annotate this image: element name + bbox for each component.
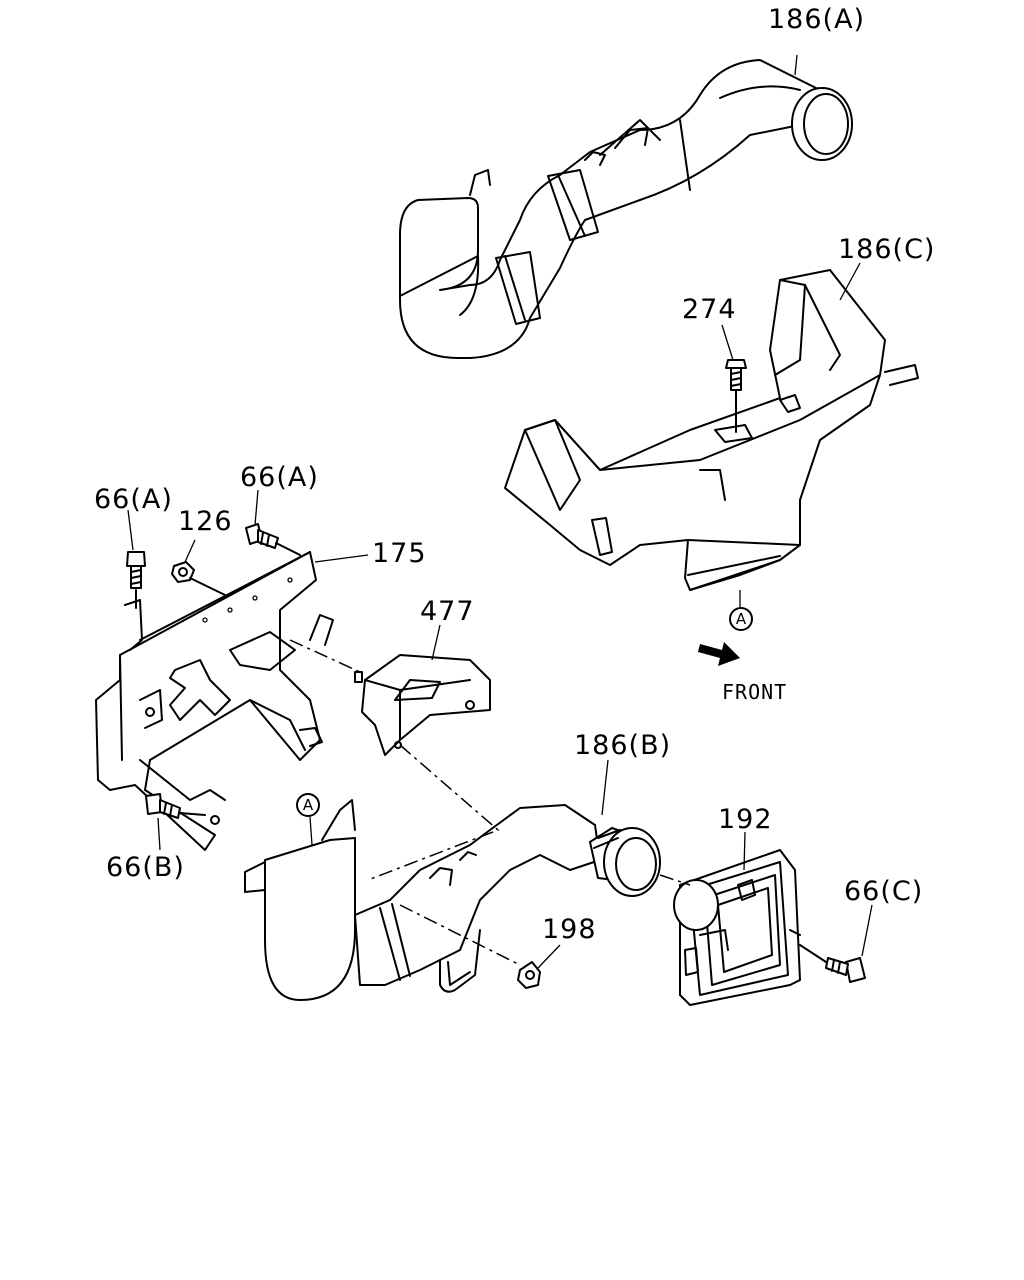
label-198: 198 xyxy=(542,914,597,945)
label-66b: 66(B) xyxy=(106,852,185,883)
label-175: 175 xyxy=(372,538,427,569)
duct-186c xyxy=(504,269,919,591)
front-label: FRONT xyxy=(722,680,788,704)
label-186a: 186(A) xyxy=(768,4,866,35)
label-192: 192 xyxy=(718,804,773,835)
reference-a-lower: A xyxy=(296,793,320,817)
clip-198 xyxy=(517,961,541,989)
label-186c: 186(C) xyxy=(838,234,936,265)
nut-126 xyxy=(171,561,226,596)
bolt-66c xyxy=(799,944,866,983)
label-66c: 66(C) xyxy=(844,876,924,907)
label-126: 126 xyxy=(178,506,233,537)
front-arrow-icon xyxy=(698,642,740,666)
duct-186a xyxy=(399,59,853,359)
reference-a-upper: A xyxy=(729,607,753,631)
duct-186b xyxy=(244,799,661,1001)
label-274: 274 xyxy=(682,294,737,325)
label-477: 477 xyxy=(420,596,475,627)
bracket-477 xyxy=(354,654,491,756)
label-186b: 186(B) xyxy=(574,730,672,761)
register-192 xyxy=(673,849,801,1006)
bracket-175 xyxy=(95,551,334,851)
bolt-66a-right xyxy=(245,523,301,556)
screw-274 xyxy=(725,359,747,433)
label-66a-left: 66(A) xyxy=(94,484,173,515)
assembly-lines xyxy=(289,639,691,966)
label-66a-right: 66(A) xyxy=(240,462,319,493)
leader-lines xyxy=(127,54,873,969)
bolt-66a-left xyxy=(126,551,146,609)
bolt-66b xyxy=(145,793,206,819)
